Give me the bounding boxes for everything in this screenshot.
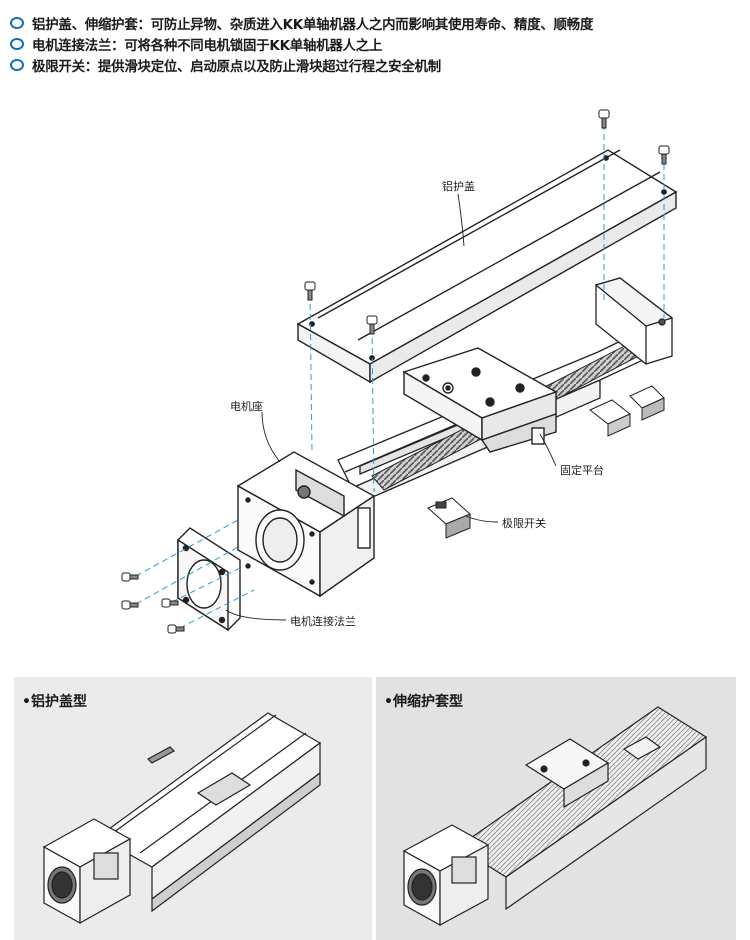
panel-title: •伸缩护套型 — [384, 694, 463, 710]
circle-bullet-icon — [10, 37, 24, 50]
feature-item: 极限开关：提供滑块定位、启动原点以及防止滑块超过行程之安全机制 — [10, 54, 740, 75]
assembly-guides — [135, 124, 665, 629]
aluminum-cover-product-image — [42, 712, 322, 925]
label-limit-switch: 极限开关 — [502, 516, 546, 530]
label-flange: 电机连接法兰 — [290, 614, 356, 628]
screw-icon — [658, 145, 670, 165]
feature-item: 铝护盖、伸缩护套：可防止异物、杂质进入KK单轴机器人之内而影响其使用寿命、精度、… — [10, 12, 740, 33]
screw-icon — [304, 281, 316, 301]
end-block — [594, 277, 674, 365]
screw-icon — [161, 598, 179, 608]
label-platform: 固定平台 — [560, 463, 604, 477]
screws — [121, 109, 670, 634]
fixed-platform — [402, 347, 558, 453]
bellows-cover-product-image — [402, 706, 708, 927]
label-cover: 铝护盖 — [442, 179, 475, 193]
panel-title: •铝护盖型 — [22, 694, 87, 710]
feature-item: 电机连接法兰：可将各种不同电机锁固于KK单轴机器人之上 — [10, 33, 740, 54]
limit-switch — [427, 497, 471, 539]
bellows-cover-type-panel: •伸缩护套型 — [376, 677, 736, 940]
screw-icon — [167, 624, 185, 634]
callout-leaders — [225, 193, 557, 621]
exploded-view-diagram: 铝护盖 电机座 固定平台 极限开关 电机连接法兰 — [121, 109, 678, 634]
aluminum-cover-type-panel: •铝护盖型 — [14, 677, 372, 940]
label-motor-seat: 电机座 — [230, 399, 263, 413]
motor-flange — [177, 527, 241, 632]
screw-icon — [598, 109, 610, 129]
feature-list: 铝护盖、伸缩护套：可防止异物、杂质进入KK单轴机器人之内而影响其使用寿命、精度、… — [10, 12, 740, 75]
screw-icon — [121, 600, 139, 610]
screw-icon — [121, 572, 139, 582]
motor-seat — [236, 451, 376, 598]
limit-switch-rear — [589, 385, 665, 437]
aluminum-cover — [296, 149, 678, 384]
screw-icon — [366, 315, 378, 335]
circle-bullet-icon — [10, 58, 24, 71]
circle-bullet-icon — [10, 16, 24, 29]
